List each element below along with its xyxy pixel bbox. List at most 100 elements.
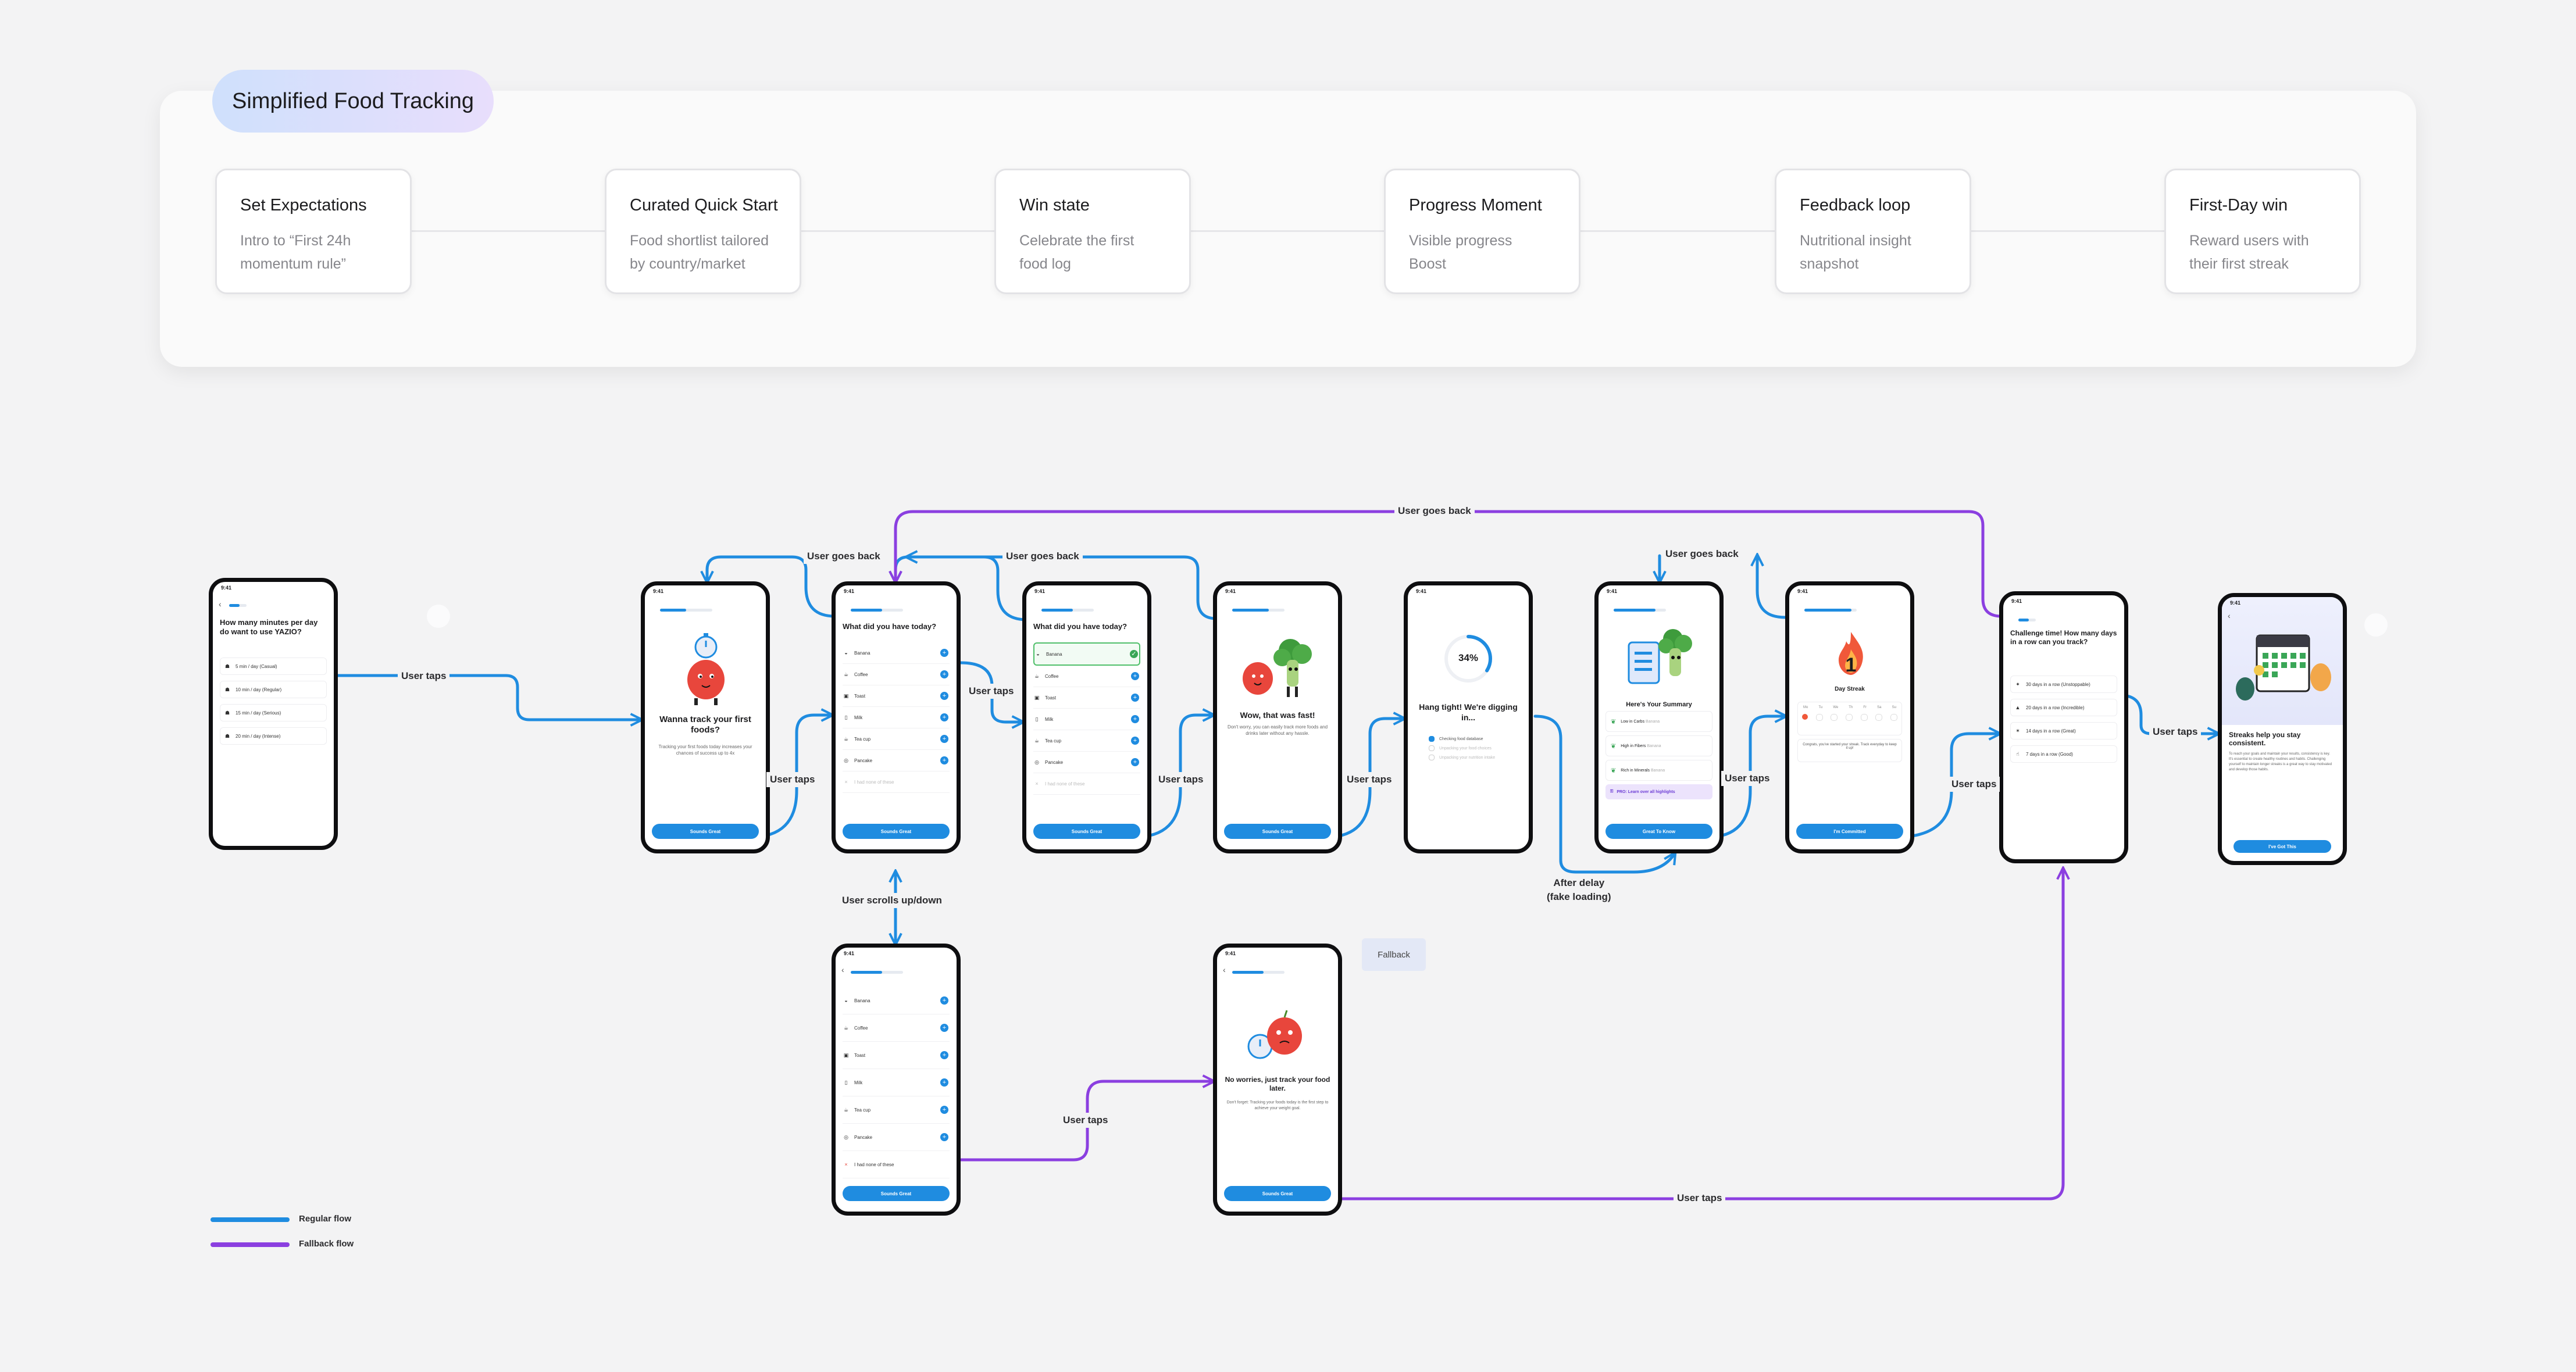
challenge-option[interactable]: ☝7 days in a row (Good)	[2010, 745, 2117, 763]
challenge-option[interactable]: ✶14 days in a row (Great)	[2010, 722, 2117, 739]
add-icon[interactable]: +	[940, 713, 948, 721]
add-icon[interactable]: +	[1131, 715, 1139, 723]
screen-title: What did you have today?	[843, 622, 937, 631]
food-label: Banana	[1046, 651, 1062, 657]
option-row[interactable]: ☗10 min / day (Regular)	[220, 681, 327, 698]
food-row[interactable]: ☕Coffee+	[843, 664, 950, 685]
add-icon[interactable]: +	[1131, 672, 1139, 680]
flow-back-fast-to-foods	[907, 557, 1218, 620]
loading-step: Checking food database	[1429, 734, 1495, 744]
option-row[interactable]: ☗5 min / day (Casual)	[220, 658, 327, 675]
food-row[interactable]: ◎Pancake+	[1033, 752, 1140, 773]
stage-desc-line-1: Food shortlist tailored	[630, 233, 769, 249]
food-row-selected[interactable]: ◒Banana✓	[1033, 642, 1140, 666]
great-to-know-button[interactable]: Great To Know	[1605, 824, 1712, 839]
back-arrow-icon[interactable]: ‹	[2228, 611, 2231, 620]
ive-got-this-button[interactable]: I've Got This	[2234, 840, 2331, 853]
add-icon[interactable]: +	[940, 670, 948, 678]
add-icon[interactable]: +	[940, 756, 948, 764]
food-row[interactable]: ▯Milk+	[1033, 709, 1140, 730]
add-icon[interactable]: +	[940, 1078, 948, 1087]
decorative-dot	[2364, 613, 2388, 637]
sounds-great-button[interactable]: Sounds Great	[1224, 1186, 1331, 1201]
milk-icon: ▯	[844, 714, 848, 720]
after-delay-line-2: (fake loading)	[1547, 891, 1611, 902]
run-icon: ☗	[224, 709, 230, 716]
add-icon[interactable]: +	[940, 1133, 948, 1141]
im-committed-button[interactable]: I'm Committed	[1796, 824, 1903, 839]
phone-screen-no-worries: 9:41 ‹ No worries, just track your food …	[1213, 944, 1342, 1216]
sounds-great-button[interactable]: Sounds Great	[843, 824, 950, 839]
food-row[interactable]: ◎Pancake+	[843, 750, 950, 771]
option-row[interactable]: ☗20 min / day (Intense)	[220, 727, 327, 745]
summary-sub: Banana	[1650, 768, 1665, 773]
challenge-option[interactable]: ✦30 days in a row (Unstoppable)	[2010, 676, 2117, 693]
banana-icon: ◒	[844, 998, 848, 1003]
back-arrow-icon[interactable]: ‹	[1223, 965, 1226, 974]
food-row[interactable]: ☕Tea cup+	[843, 1096, 950, 1124]
step-done-icon	[1429, 736, 1435, 742]
legend-regular-swatch	[210, 1217, 290, 1222]
food-row[interactable]: ☕Coffee+	[843, 1014, 950, 1042]
summary-label: Low in Carbs	[1621, 719, 1645, 724]
status-time: 9:41	[1797, 588, 1808, 594]
tea-icon: ☕	[843, 735, 849, 742]
add-icon[interactable]: +	[940, 1106, 948, 1114]
add-icon[interactable]: +	[1131, 737, 1139, 745]
leaf-icon: ❦	[1611, 742, 1617, 750]
food-label: Coffee	[1045, 673, 1059, 679]
close-icon: ×	[1035, 781, 1039, 787]
pancake-icon: ◎	[844, 757, 848, 763]
sounds-great-button[interactable]: Sounds Great	[1224, 824, 1331, 839]
flow-arrow-minutes-to-wanna	[336, 674, 641, 720]
back-arrow-icon[interactable]: ‹	[219, 599, 222, 609]
journey-title: Simplified Food Tracking	[232, 88, 474, 113]
back-arrow-icon[interactable]: ‹	[841, 965, 844, 974]
flow-back-selected-to-foods	[895, 555, 1029, 621]
sounds-great-button[interactable]: Sounds Great	[652, 824, 759, 839]
sounds-great-button[interactable]: Sounds Great	[843, 1186, 950, 1201]
streak-day-empty	[1815, 714, 1823, 721]
option-label: 7 days in a row (Good)	[2026, 751, 2073, 757]
screen-body: Tracking your first foods today increase…	[658, 744, 752, 756]
food-list: ◒Banana✓ ☕Coffee+ ▣Toast+ ▯Milk+ ☕Tea cu…	[1033, 642, 1140, 795]
add-icon[interactable]: +	[940, 692, 948, 700]
status-time: 9:41	[1225, 951, 1236, 956]
food-row[interactable]: ◒Banana+	[843, 987, 950, 1014]
add-icon[interactable]: +	[940, 735, 948, 743]
food-row[interactable]: ☕Tea cup+	[843, 728, 950, 750]
coffee-icon: ☕	[843, 671, 849, 677]
status-time: 9:41	[2230, 600, 2241, 606]
food-row[interactable]: ▣Toast+	[843, 1042, 950, 1069]
food-row[interactable]: ◒Banana+	[843, 642, 950, 664]
food-row[interactable]: ◎Pancake+	[843, 1124, 950, 1151]
food-row[interactable]: ☕Tea cup+	[1033, 730, 1140, 752]
none-option-row[interactable]: ×I had none of these	[1033, 773, 1140, 795]
add-icon[interactable]: +	[940, 996, 948, 1005]
add-icon[interactable]: +	[940, 1051, 948, 1059]
milk-icon: ▯	[1035, 716, 1039, 722]
none-option-row[interactable]: ×I had none of these	[843, 771, 950, 793]
food-row[interactable]: ▣Toast+	[1033, 687, 1140, 709]
option-row[interactable]: ☗15 min / day (Serious)	[220, 704, 327, 721]
flow-arrow-summary-to-streak	[1706, 716, 1785, 839]
add-icon[interactable]: +	[1131, 694, 1139, 702]
food-row[interactable]: ▯Milk+	[843, 1069, 950, 1096]
food-row[interactable]: ☕Coffee+	[1033, 666, 1140, 687]
challenge-option[interactable]: ▲20 days in a row (Incredible)	[2010, 699, 2117, 716]
sounds-great-button[interactable]: Sounds Great	[1033, 824, 1140, 839]
screen-body: Don't forget: Tracking your foods today …	[1226, 1101, 1329, 1110]
food-row[interactable]: ▣Toast+	[843, 685, 950, 707]
add-icon[interactable]: +	[940, 649, 948, 657]
screen-title: Wanna track your first foods?	[659, 714, 751, 735]
check-icon[interactable]: ✓	[1130, 650, 1138, 658]
pro-highlights-banner[interactable]: ⚿PRO: Learn over all highlights	[1605, 784, 1712, 799]
stage-desc-line-1: Visible progress	[1409, 233, 1512, 249]
add-icon[interactable]: +	[940, 1024, 948, 1032]
none-option-row[interactable]: ×I had none of these	[843, 1151, 950, 1178]
food-row[interactable]: ▯Milk+	[843, 707, 950, 728]
pancake-icon: ◎	[844, 1134, 848, 1140]
add-icon[interactable]: +	[1131, 758, 1139, 766]
screen-title: Day Streak	[1835, 686, 1865, 692]
